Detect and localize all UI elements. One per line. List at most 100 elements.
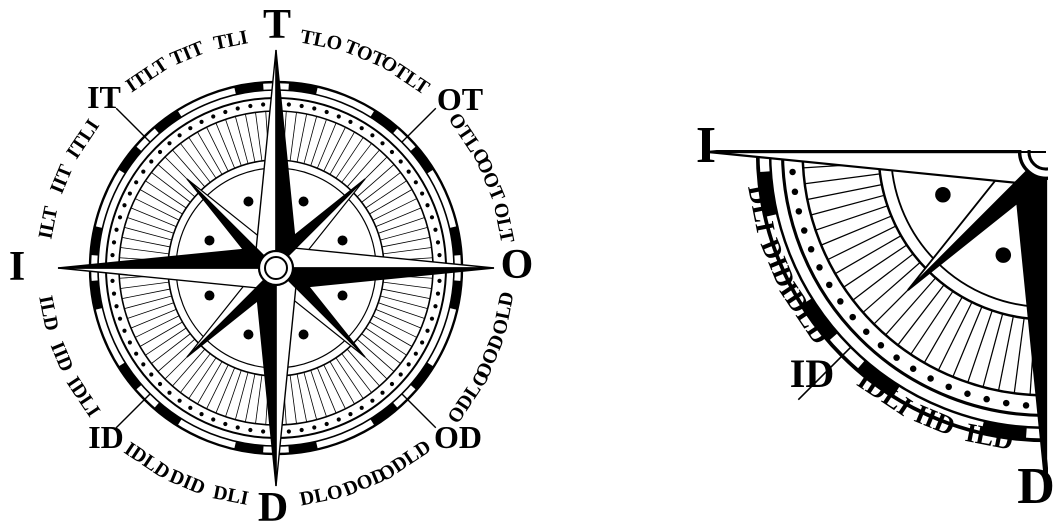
ring-dot [430,215,434,219]
hatch-tick [376,309,421,328]
hatch-tick [380,296,427,309]
hatch-tick [807,185,881,200]
hatch-tick [297,114,307,162]
ring-dot [380,141,384,145]
ring-dot [360,126,364,130]
hatch-tick [207,127,229,171]
inner-dot [243,330,253,340]
ring-dot [128,340,132,344]
hatch-tick [835,236,901,274]
hatch-tick [135,199,179,221]
ring-dot [211,114,215,118]
ring-dot [863,328,870,335]
hatch-tick [373,199,417,221]
hatch-tick [983,314,1003,387]
minor-point-label: DLI [211,481,250,510]
quadrant-minor-point-label: DLI [742,182,781,235]
ring-dot [436,240,440,244]
inner-dot [299,330,309,340]
inner-dot [243,196,253,206]
hatch-tick [924,297,962,363]
hatch-tick [330,362,355,404]
ring-dot [420,191,424,195]
hatch-tick [311,370,327,416]
ring-dot [287,102,291,106]
hatch-tick [140,190,182,215]
ring-dot [1023,402,1030,409]
inner-dot [204,291,214,301]
quadrant-intercardinal-label: ID [790,351,834,396]
cardinal-label-north: T [263,2,291,48]
ring-dot [112,292,116,296]
ring-dot [141,170,145,174]
cardinal-label-east: O [501,242,534,288]
leader-line [116,108,150,142]
inner-dot [338,291,348,301]
hatch-tick [216,123,235,168]
minor-point-label: DLO [298,481,345,511]
ring-dot [801,227,808,234]
ring-dot [407,362,411,366]
hatch-tick [382,289,430,299]
ring-dot [188,406,192,410]
ring-dot [178,133,182,137]
hatch-tick [127,303,173,319]
ring-dot [211,417,215,421]
hatch-tick [226,119,242,165]
hatch-tick [235,116,248,163]
leader-line [402,108,436,142]
minor-point-label: DID [166,465,208,499]
ring-dot [407,170,411,174]
hatch-tick [140,322,182,347]
hatch-tick [828,226,896,260]
inner-dot [935,187,951,203]
ring-dot [433,228,437,232]
hatch-tick [317,123,336,168]
ring-dot [420,340,424,344]
ring-dot [167,391,171,395]
hatch-tick [999,316,1014,390]
ring-dot [112,240,116,244]
minor-point-label: IDLD [120,438,174,484]
ring-dot [167,141,171,145]
hatch-tick [235,372,248,419]
ring-dot [158,150,162,154]
ring-dot [433,304,437,308]
inner-dot [338,235,348,245]
hatch-tick [953,307,982,377]
hatch-tick [380,227,427,240]
ring-dot [149,372,153,376]
hatch-tick [124,296,171,309]
inner-dot [299,196,309,206]
hatch-tick [207,365,229,409]
hatch-tick [198,362,223,404]
hatch-tick [811,195,884,215]
quadrant-cardinal-label-west: I [696,117,716,174]
hatch-tick [131,309,176,328]
ring-dot [430,317,434,321]
hatch-tick [816,206,888,230]
ring-dot [134,180,138,184]
ring-dot [893,354,900,361]
ring-dot [118,317,122,321]
hatch-tick [290,112,296,161]
ring-dot [223,110,227,114]
ring-dot [300,104,304,108]
minor-point-label: IID [46,339,78,375]
minor-point-label: TLI [212,26,250,54]
ring-dot [380,391,384,395]
ring-dot [134,352,138,356]
ring-dot [425,329,429,333]
hatch-tick [1014,318,1024,393]
ring-dot [300,428,304,432]
cardinal-label-south: D [258,485,288,526]
minor-point-label: OTLT [376,51,433,100]
hatch-tick [324,127,346,171]
minor-point-label: DOD [340,464,389,501]
hatch-tick [821,216,891,245]
hatch-tick [373,316,417,338]
quadrant-minor-point-label: ILD [963,417,1016,456]
hatch-tick [120,282,169,288]
